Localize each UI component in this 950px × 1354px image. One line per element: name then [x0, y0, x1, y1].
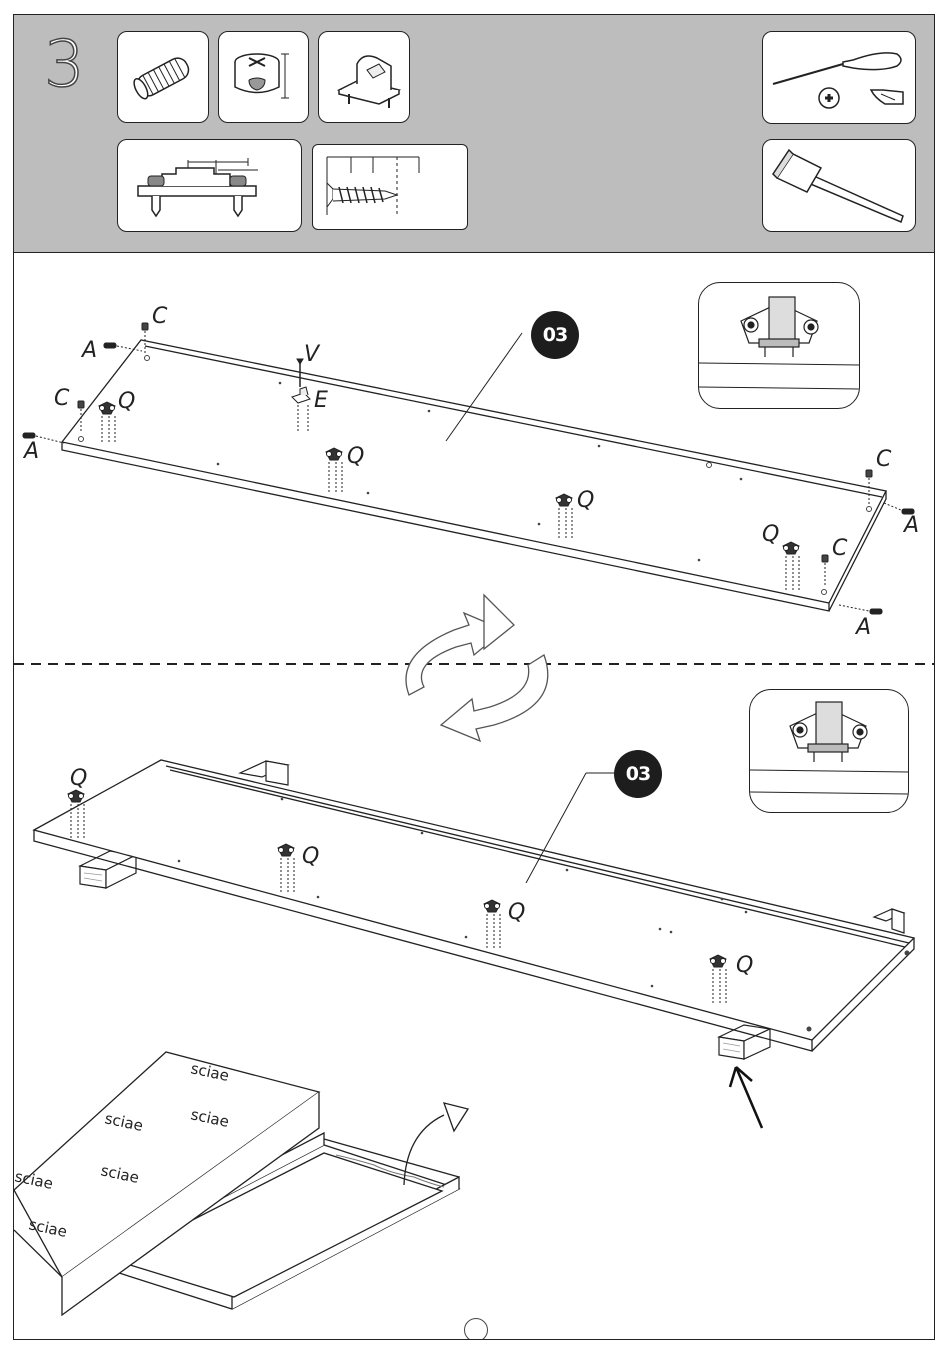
label-A-2: A	[22, 439, 39, 464]
label-Q-2: Q	[347, 444, 364, 469]
hinge-detail-top	[698, 282, 860, 409]
hinge-detail-bottom	[749, 689, 909, 813]
label-A-1: A	[80, 338, 97, 363]
label-Q-4: Q	[762, 522, 779, 547]
label-Q-1: Q	[118, 389, 135, 414]
assembly-illustration: C A C Q A V E Q Q Q C C A A	[14, 15, 935, 1340]
label-A-4: A	[854, 615, 871, 640]
rotate-icon	[406, 595, 548, 741]
label-Q-6: Q	[302, 844, 319, 869]
label-Q-7: Q	[508, 900, 525, 925]
label-C-2: C	[54, 386, 70, 411]
label-Q-5: Q	[70, 766, 87, 791]
packaging-box	[14, 1052, 468, 1315]
arrow-up-icon	[730, 1067, 762, 1128]
label-Q-3: Q	[577, 488, 594, 513]
page-number	[464, 1318, 488, 1340]
label-C-1: C	[152, 304, 168, 329]
panel-callout-top: 03	[531, 311, 579, 359]
label-V: V	[304, 342, 321, 367]
panel-callout-bottom: 03	[614, 750, 662, 798]
label-C-4: C	[876, 447, 892, 472]
hinge-detail-icon-2	[750, 690, 908, 812]
label-Q-8: Q	[736, 953, 753, 978]
instruction-page: 3	[13, 14, 935, 1340]
label-C-3: C	[832, 536, 848, 561]
label-A-3: A	[902, 513, 919, 538]
hinge-detail-icon	[699, 283, 859, 408]
label-E: E	[314, 388, 328, 413]
